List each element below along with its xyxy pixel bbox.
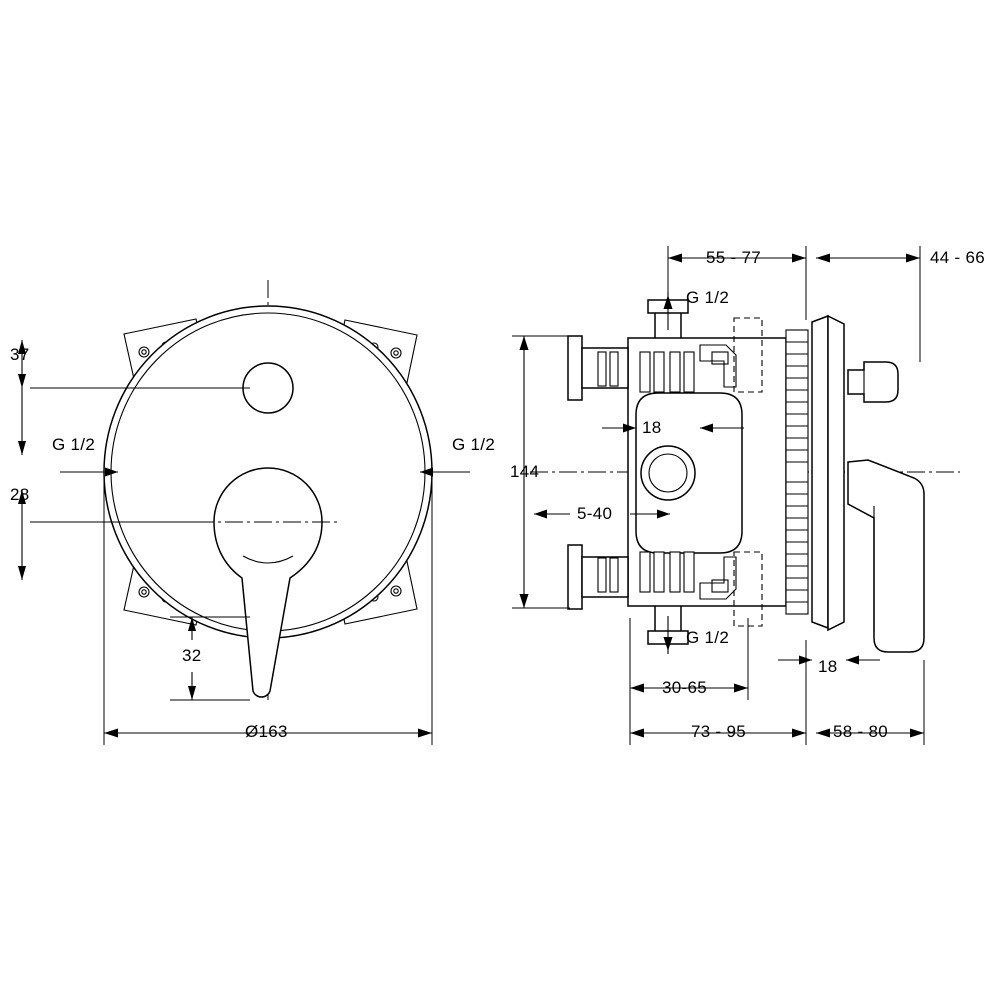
connection-label-inlet-bottom: G 1/2 xyxy=(686,628,730,647)
connection-label-inlet-right: G 1/2 xyxy=(452,435,496,454)
dim-label-outlet-bore: 18 xyxy=(642,418,662,437)
dim-label-overall-height: 144 xyxy=(510,462,540,481)
dim-label-top-offset: 37 xyxy=(10,345,30,364)
front-view-dimensions xyxy=(18,340,470,745)
dim-label-escutcheon-depth-range: 58 - 80 xyxy=(833,722,889,741)
connection-label-inlet-left: G 1/2 xyxy=(52,435,96,454)
dim-label-wall-thickness-range: 5-40 xyxy=(577,504,613,523)
dim-label-total-depth-range: 73 - 95 xyxy=(691,722,747,741)
front-view-graphics xyxy=(60,280,470,700)
connection-label-inlet-top: G 1/2 xyxy=(686,288,730,307)
dim-label-install-depth-range: 30-65 xyxy=(662,678,707,697)
dim-label-overall-diameter: Ø163 xyxy=(245,722,288,741)
dim-label-rosette-thickness: 18 xyxy=(818,657,838,676)
dim-label-lever-depth: 32 xyxy=(182,646,202,665)
side-view-dimensions xyxy=(512,246,925,745)
dim-label-lower-offset: 28 xyxy=(10,485,30,504)
side-view-graphics xyxy=(530,285,960,653)
dim-label-handle-projection-range: 44 - 66 xyxy=(930,248,986,267)
dim-label-body-to-wall-range: 55 - 77 xyxy=(706,248,762,267)
